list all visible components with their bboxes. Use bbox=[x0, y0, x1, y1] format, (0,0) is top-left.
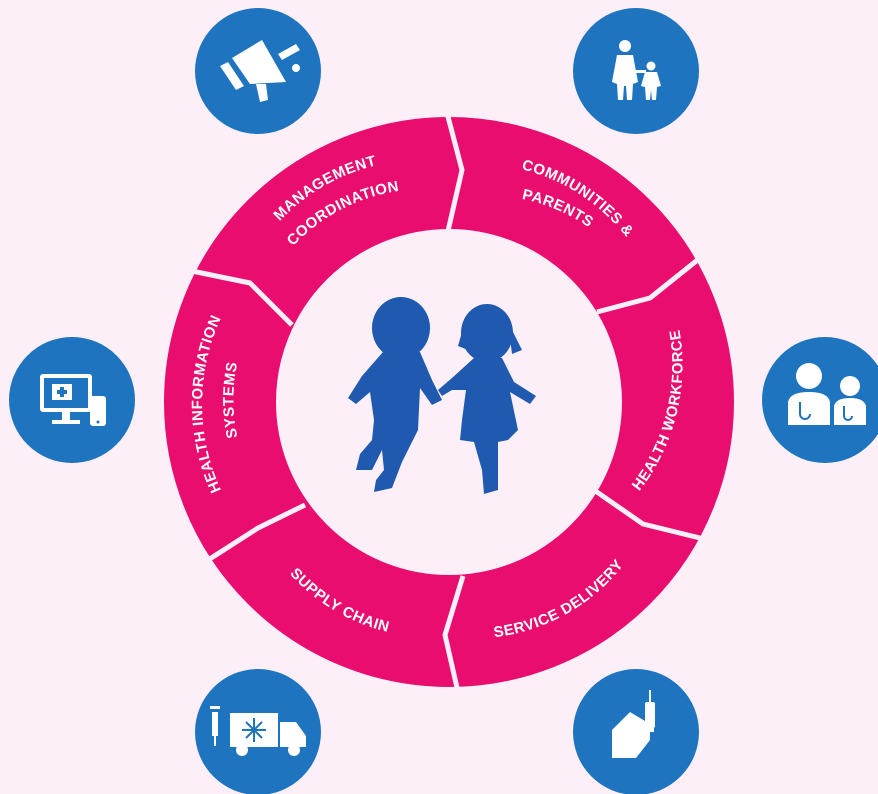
divider bbox=[596, 256, 702, 315]
icon-family-bubble bbox=[573, 8, 699, 134]
divider bbox=[442, 575, 466, 693]
icon-megaphone-bubble bbox=[195, 8, 321, 134]
divider bbox=[443, 108, 465, 232]
segment-dividers bbox=[186, 108, 709, 693]
divider bbox=[203, 502, 307, 565]
computer-devices-icon bbox=[40, 374, 106, 426]
divider bbox=[186, 267, 294, 327]
parent-child-icon bbox=[612, 40, 661, 100]
vaccine-syringe-icon bbox=[612, 690, 655, 758]
divider bbox=[592, 487, 709, 543]
ring-band bbox=[164, 117, 734, 687]
icon-vaccine-bubble bbox=[573, 669, 699, 794]
ring bbox=[164, 108, 734, 693]
icon-doctors-bubble bbox=[762, 337, 878, 463]
cold-chain-truck-icon bbox=[210, 706, 306, 756]
icon-truck-bubble bbox=[195, 669, 321, 794]
megaphone-icon bbox=[220, 40, 300, 102]
children-running-icon bbox=[348, 297, 536, 494]
health-workers-icon bbox=[788, 363, 866, 425]
icon-computer-bubble bbox=[9, 337, 135, 463]
segment-label-his-2: SYSTEMS bbox=[220, 360, 241, 440]
